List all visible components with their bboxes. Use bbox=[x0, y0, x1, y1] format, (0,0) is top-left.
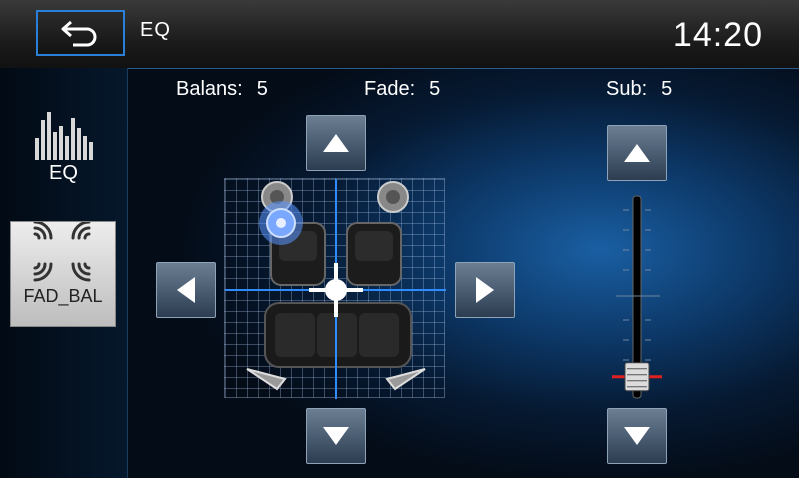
balance-left-button[interactable] bbox=[156, 262, 216, 318]
fade-readout: Fade: 5 bbox=[364, 78, 440, 101]
balance-readout: Balans: 5 bbox=[176, 78, 268, 101]
sidebar-item-fad-bal[interactable]: FAD_BAL bbox=[10, 221, 116, 327]
sidebar-item-label: EQ bbox=[49, 162, 78, 184]
triangle-right-icon bbox=[476, 277, 494, 303]
sub-slider-thumb[interactable] bbox=[612, 362, 662, 392]
fade-balance-handle[interactable] bbox=[309, 263, 363, 317]
triangle-left-icon bbox=[177, 277, 195, 303]
fade-down-button[interactable] bbox=[306, 408, 366, 464]
speaker-rear-left-icon bbox=[246, 368, 287, 391]
triangle-down-icon bbox=[323, 427, 349, 445]
back-arrow-icon bbox=[61, 20, 96, 47]
page-title: EQ bbox=[140, 19, 171, 41]
balance-right-button[interactable] bbox=[455, 262, 515, 318]
sidebar: EQ FAD_BAL bbox=[0, 68, 128, 478]
sub-slider[interactable] bbox=[606, 190, 668, 405]
triangle-down-icon bbox=[624, 427, 650, 445]
sub-up-button[interactable] bbox=[607, 125, 667, 181]
speaker-rear-right-icon bbox=[385, 368, 426, 391]
fade-value: 5 bbox=[429, 78, 441, 100]
rear-seat bbox=[264, 302, 412, 368]
back-button[interactable] bbox=[36, 10, 125, 56]
sidebar-item-label: FAD_BAL bbox=[23, 286, 103, 306]
sub-slider-ticks bbox=[616, 209, 660, 361]
speakers-icon bbox=[33, 222, 91, 282]
clock: 14:20 bbox=[672, 16, 763, 54]
equalizer-icon bbox=[34, 112, 93, 160]
balance-value: 5 bbox=[256, 78, 268, 100]
fade-label: Fade: bbox=[364, 78, 416, 100]
sub-value: 5 bbox=[661, 78, 673, 100]
sub-slider-track bbox=[632, 195, 642, 399]
sidebar-item-eq[interactable]: EQ bbox=[16, 108, 111, 198]
speaker-front-right-icon bbox=[377, 181, 409, 213]
fade-balance-grid[interactable] bbox=[224, 178, 446, 399]
triangle-up-icon bbox=[624, 144, 650, 162]
front-right-seat bbox=[346, 222, 402, 286]
top-bar: EQ 14:20 bbox=[0, 0, 799, 69]
sub-label: Sub: bbox=[606, 78, 648, 100]
sub-readout: Sub: 5 bbox=[606, 78, 672, 101]
sub-down-button[interactable] bbox=[607, 408, 667, 464]
fade-up-button[interactable] bbox=[306, 115, 366, 171]
active-speaker-indicator bbox=[259, 201, 303, 245]
balance-label: Balans: bbox=[176, 78, 243, 100]
triangle-up-icon bbox=[323, 134, 349, 152]
